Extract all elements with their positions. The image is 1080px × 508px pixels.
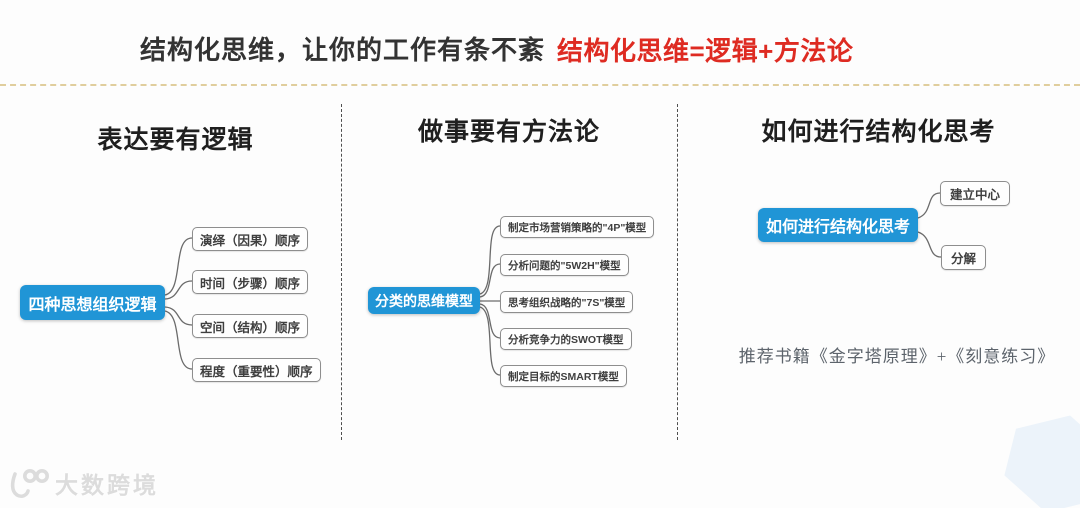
- column-heading-methodology: 做事要有方法论: [417, 119, 600, 146]
- watermark-label: 大数跨境: [55, 472, 159, 498]
- mindmap-root-how-to-structure: 如何进行结构化思考: [758, 208, 918, 242]
- mindmap-node-time-order: 时间（步骤）顺序: [192, 270, 309, 294]
- mindmap-node-build-center: 建立中心: [940, 181, 1011, 206]
- watermark: 大数跨境: [8, 466, 159, 500]
- mindmap-node-degree-order: 程度（重要性）顺序: [192, 358, 321, 382]
- mindmap-node-smart-model: 制定目标的SMART模型: [500, 365, 627, 387]
- mindmap-node-deduction-order: 演绎（因果）顺序: [192, 227, 309, 251]
- mindmap-node-swot-model: 分析竞争力的SWOT模型: [500, 328, 632, 350]
- mindmap-node-space-order: 空间（结构）顺序: [192, 314, 309, 338]
- horizontal-dashed-divider: [0, 84, 1080, 86]
- page-title: 结构化思维，让你的工作有条不紊: [140, 36, 546, 65]
- mindmap-root-four-logics: 四种思想组织逻辑: [20, 285, 165, 320]
- mindmap-node-4p-model: 制定市场营销策略的"4P"模型: [500, 216, 655, 238]
- column-divider-2: [677, 104, 678, 440]
- mindmap-root-thinking-models: 分类的思维模型: [368, 287, 480, 314]
- column-heading-logic: 表达要有逻辑: [97, 127, 254, 154]
- mindmap-node-5w2h-model: 分析问题的"5W2H"模型: [500, 254, 629, 276]
- book-recommendation-note: 推荐书籍《金字塔原理》+《刻意练习》: [738, 347, 1056, 366]
- mindmap-node-decompose: 分解: [941, 245, 987, 270]
- equation-text: 结构化思维=逻辑+方法论: [557, 36, 854, 66]
- column-divider-1: [341, 104, 342, 440]
- watermark-logo-icon: [10, 469, 49, 499]
- column-heading-structured-thinking: 如何进行结构化思考: [761, 119, 996, 146]
- mindmap-node-7s-model: 思考组织战略的"7S"模型: [500, 291, 634, 313]
